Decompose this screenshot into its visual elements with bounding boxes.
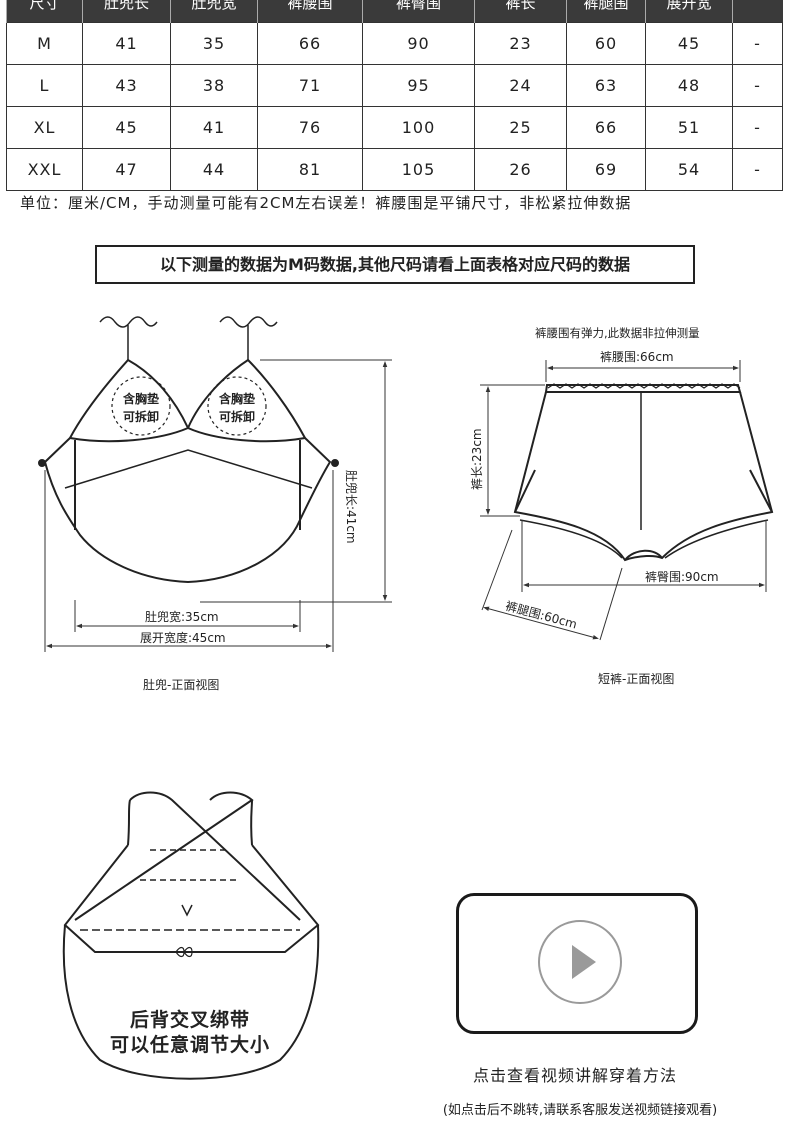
table-row: L 43 38 71 95 24 63 48 - bbox=[6, 64, 783, 107]
table-cell: - bbox=[732, 148, 783, 191]
col-header: 尺寸 bbox=[6, 0, 83, 23]
table-cell: - bbox=[732, 106, 783, 149]
col-header: 裤腿围 bbox=[566, 0, 646, 23]
top-length-label: 肚兜长:41cm bbox=[344, 470, 358, 544]
top-spread-label: 展开宽度:45cm bbox=[140, 631, 226, 645]
video-note: (如点击后不跳转,请联系客服发送视频链接观看) bbox=[442, 1103, 718, 1118]
table-cell: 43 bbox=[82, 64, 171, 107]
shorts-length-label: 裤长:23cm bbox=[470, 428, 484, 490]
back-strap-line2: 可以任意调节大小 bbox=[109, 1034, 270, 1056]
col-header: 裤臀围 bbox=[362, 0, 475, 23]
table-row: XL 45 41 76 100 25 66 51 - bbox=[6, 106, 783, 149]
table-cell: 51 bbox=[645, 106, 733, 149]
table-row: XXL 47 44 81 105 26 69 54 - bbox=[6, 148, 783, 191]
pad-label-line: 可拆卸 bbox=[218, 410, 255, 424]
table-cell: 45 bbox=[82, 106, 171, 149]
back-view-drawing bbox=[62, 791, 320, 1080]
table-cell: - bbox=[732, 64, 783, 107]
top-width-label: 肚兜宽:35cm bbox=[145, 610, 219, 624]
table-cell: L bbox=[6, 64, 83, 107]
table-cell: XXL bbox=[6, 148, 83, 191]
table-cell: M bbox=[6, 22, 83, 65]
shorts-hip-label: 裤臀围:90cm bbox=[645, 570, 719, 584]
top-caption: 肚兜-正面视图 bbox=[143, 678, 220, 692]
table-cell: 26 bbox=[474, 148, 567, 191]
table-header-row: 尺寸 肚兜长 肚兜宽 裤腰围 裤臀围 裤长 裤腿围 展开宽 bbox=[6, 0, 783, 23]
pad-label-left: 含胸垫 可拆卸 bbox=[111, 390, 171, 426]
table-cell: 81 bbox=[257, 148, 363, 191]
table-cell: 48 bbox=[645, 64, 733, 107]
table-cell: 41 bbox=[82, 22, 171, 65]
table-cell: 45 bbox=[645, 22, 733, 65]
shorts-note: 裤腰围有弹力,此数据非拉伸测量 bbox=[535, 326, 700, 340]
pad-label-line: 含胸垫 bbox=[122, 392, 159, 406]
shorts-caption: 短裤-正面视图 bbox=[598, 672, 675, 686]
col-header: 展开宽 bbox=[645, 0, 733, 23]
table-cell: 71 bbox=[257, 64, 363, 107]
table-cell: 24 bbox=[474, 64, 567, 107]
measurement-notice: 以下测量的数据为M码数据,其他尺码请看上面表格对应尺码的数据 bbox=[95, 245, 695, 284]
video-player[interactable] bbox=[456, 893, 698, 1034]
table-cell: 35 bbox=[170, 22, 258, 65]
table-cell: - bbox=[732, 22, 783, 65]
col-header: 裤长 bbox=[474, 0, 567, 23]
table-cell: 66 bbox=[257, 22, 363, 65]
col-header: 肚兜长 bbox=[82, 0, 171, 23]
unit-note: 单位：厘米/CM，手动测量可能有2CM左右误差！裤腰围是平铺尺寸，非松紧拉伸数据 bbox=[20, 194, 632, 212]
table-cell: 38 bbox=[170, 64, 258, 107]
col-header: 肚兜宽 bbox=[170, 0, 258, 23]
shorts-waist-label: 裤腰围:66cm bbox=[600, 350, 674, 364]
top-front-drawing bbox=[38, 316, 339, 584]
pad-label-right: 含胸垫 可拆卸 bbox=[207, 390, 267, 426]
col-header: 裤腰围 bbox=[257, 0, 363, 23]
play-button[interactable] bbox=[538, 920, 622, 1004]
table-cell: 54 bbox=[645, 148, 733, 191]
table-cell: 69 bbox=[566, 148, 646, 191]
size-table: 尺寸 肚兜长 肚兜宽 裤腰围 裤臀围 裤长 裤腿围 展开宽 M 41 35 66… bbox=[6, 0, 783, 191]
table-cell: 47 bbox=[82, 148, 171, 191]
col-header bbox=[732, 0, 783, 23]
shorts-dimension-lines bbox=[480, 360, 767, 641]
play-icon bbox=[572, 945, 596, 979]
pad-label-line: 含胸垫 bbox=[218, 392, 255, 406]
back-strap-line1: 后背交叉绑带 bbox=[129, 1009, 250, 1031]
shorts-front-drawing bbox=[513, 383, 774, 562]
video-caption[interactable]: 点击查看视频讲解穿着方法 bbox=[472, 1066, 677, 1085]
table-row: M 41 35 66 90 23 60 45 - bbox=[6, 22, 783, 65]
table-cell: 23 bbox=[474, 22, 567, 65]
pad-label-line: 可拆卸 bbox=[122, 410, 159, 424]
top-dimension-lines bbox=[44, 359, 392, 652]
table-cell: 25 bbox=[474, 106, 567, 149]
